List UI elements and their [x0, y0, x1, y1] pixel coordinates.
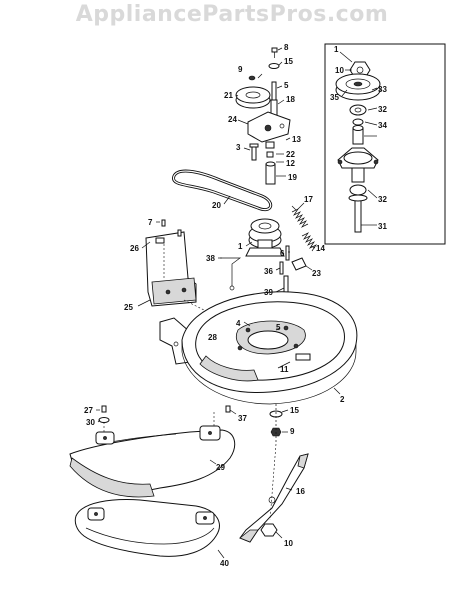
label-part-35: 35 — [330, 93, 339, 102]
label-part-28: 28 — [208, 333, 217, 342]
label-part-23: 23 — [312, 269, 321, 278]
label-part-24: 24 — [228, 115, 237, 124]
label-part-3: 3 — [236, 143, 241, 152]
watermark-text: AppliancePartsPros.com — [75, 2, 389, 27]
label-part-1-inset: 1 — [334, 45, 339, 54]
left-bracket — [137, 219, 221, 319]
label-part-39: 39 — [264, 288, 273, 297]
label-part-18: 18 — [286, 95, 295, 104]
label-part-15-upper: 15 — [284, 57, 293, 66]
label-part-10-blade: 10 — [284, 539, 293, 548]
label-part-6: 6 — [280, 249, 285, 258]
label-part-30: 30 — [86, 418, 95, 427]
label-part-7: 7 — [148, 218, 153, 227]
label-part-36: 36 — [264, 267, 273, 276]
label-part-25: 25 — [124, 303, 133, 312]
label-part-27: 27 — [84, 406, 93, 415]
label-part-9-upper: 9 — [238, 65, 243, 74]
label-part-10-inset: 10 — [335, 66, 344, 75]
label-part-17: 17 — [304, 195, 313, 204]
label-part-31: 31 — [378, 222, 387, 231]
label-part-22: 22 — [286, 150, 295, 159]
label-part-2: 2 — [340, 395, 345, 404]
spindle-inset — [324, 43, 446, 245]
label-part-21: 21 — [224, 91, 233, 100]
label-part-26: 26 — [130, 244, 139, 253]
label-part-9-lower: 9 — [290, 427, 295, 436]
label-part-12: 12 — [286, 159, 295, 168]
label-part-32-upper: 32 — [378, 105, 387, 114]
idler-assembly — [235, 47, 291, 185]
label-part-38: 38 — [206, 254, 215, 263]
drive-belt — [172, 169, 273, 211]
label-part-4: 4 — [236, 319, 241, 328]
label-part-5-deck: 5 — [276, 323, 281, 332]
label-part-13: 13 — [292, 135, 301, 144]
lower-hardware — [96, 404, 289, 444]
label-part-34: 34 — [378, 121, 387, 130]
label-part-33: 33 — [378, 85, 387, 94]
label-part-40: 40 — [220, 559, 229, 568]
chute-bracket — [159, 317, 197, 365]
label-part-1-deck: 1 — [238, 242, 243, 251]
part-labels: 8 15 9 5 21 18 24 13 3 22 12 19 1 10 35 … — [84, 43, 387, 568]
label-part-5-upper: 5 — [284, 81, 289, 90]
label-part-16: 16 — [296, 487, 305, 496]
deck-upper-hardware — [218, 202, 318, 295]
label-part-20: 20 — [212, 201, 221, 210]
label-part-8: 8 — [284, 43, 289, 52]
mower-deck — [181, 291, 358, 405]
discharge-chute — [69, 425, 236, 498]
label-part-14: 14 — [316, 244, 325, 253]
blade — [239, 443, 309, 543]
baffle — [74, 499, 225, 559]
label-part-29: 29 — [216, 463, 225, 472]
label-part-37: 37 — [238, 414, 247, 423]
label-part-19: 19 — [288, 173, 297, 182]
label-part-32-lower: 32 — [378, 195, 387, 204]
label-part-15-lower: 15 — [290, 406, 299, 415]
label-part-11: 11 — [280, 365, 289, 374]
